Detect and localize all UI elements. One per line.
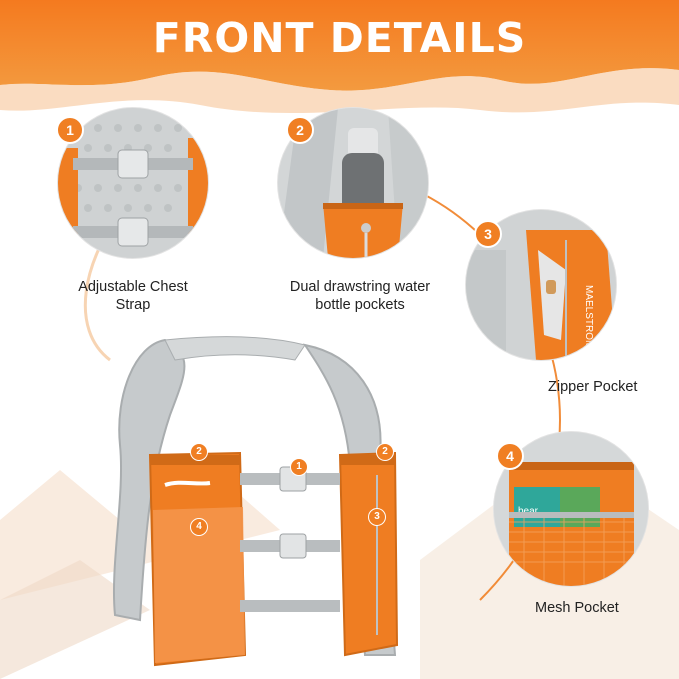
caption-2-line-1: Dual drawstring water: [289, 279, 431, 295]
page-title: FRONT DETAILS: [152, 14, 527, 62]
vest-marker-3: 3: [368, 508, 386, 526]
brand-text: MAELSTROM: [583, 285, 594, 348]
detail-circle-mesh-pocket: bear: [494, 432, 648, 586]
detail-circle-chest-strap: [58, 108, 208, 258]
feature-number-badge-1: 1: [56, 116, 84, 144]
vest-marker-4: 4: [190, 518, 208, 536]
feature-number-badge-2: 2: [286, 116, 314, 144]
gel-pack-label: bear: [518, 506, 539, 517]
feature-number-badge-4: 4: [496, 442, 524, 470]
caption-1-line-1: Adjustable Chest: [78, 279, 188, 295]
feature-caption-3: Zipper Pocket: [548, 379, 638, 395]
feature-number-badge-3: 3: [474, 220, 502, 248]
vest-marker-1: 1: [290, 458, 308, 476]
feature-caption-4: Mesh Pocket: [535, 600, 619, 616]
caption-1-line-2: Strap: [115, 297, 151, 313]
feature-caption-2: Dual drawstring water bottle pockets: [268, 278, 452, 314]
caption-2-line-2: bottle pockets: [315, 297, 405, 313]
vest-illustration: [112, 336, 399, 667]
feature-caption-1: Adjustable Chest Strap: [48, 278, 218, 314]
vest-marker-2-right: 2: [376, 443, 394, 461]
vest-marker-2-left: 2: [190, 443, 208, 461]
detail-circle-bottle-pocket: [278, 108, 428, 258]
